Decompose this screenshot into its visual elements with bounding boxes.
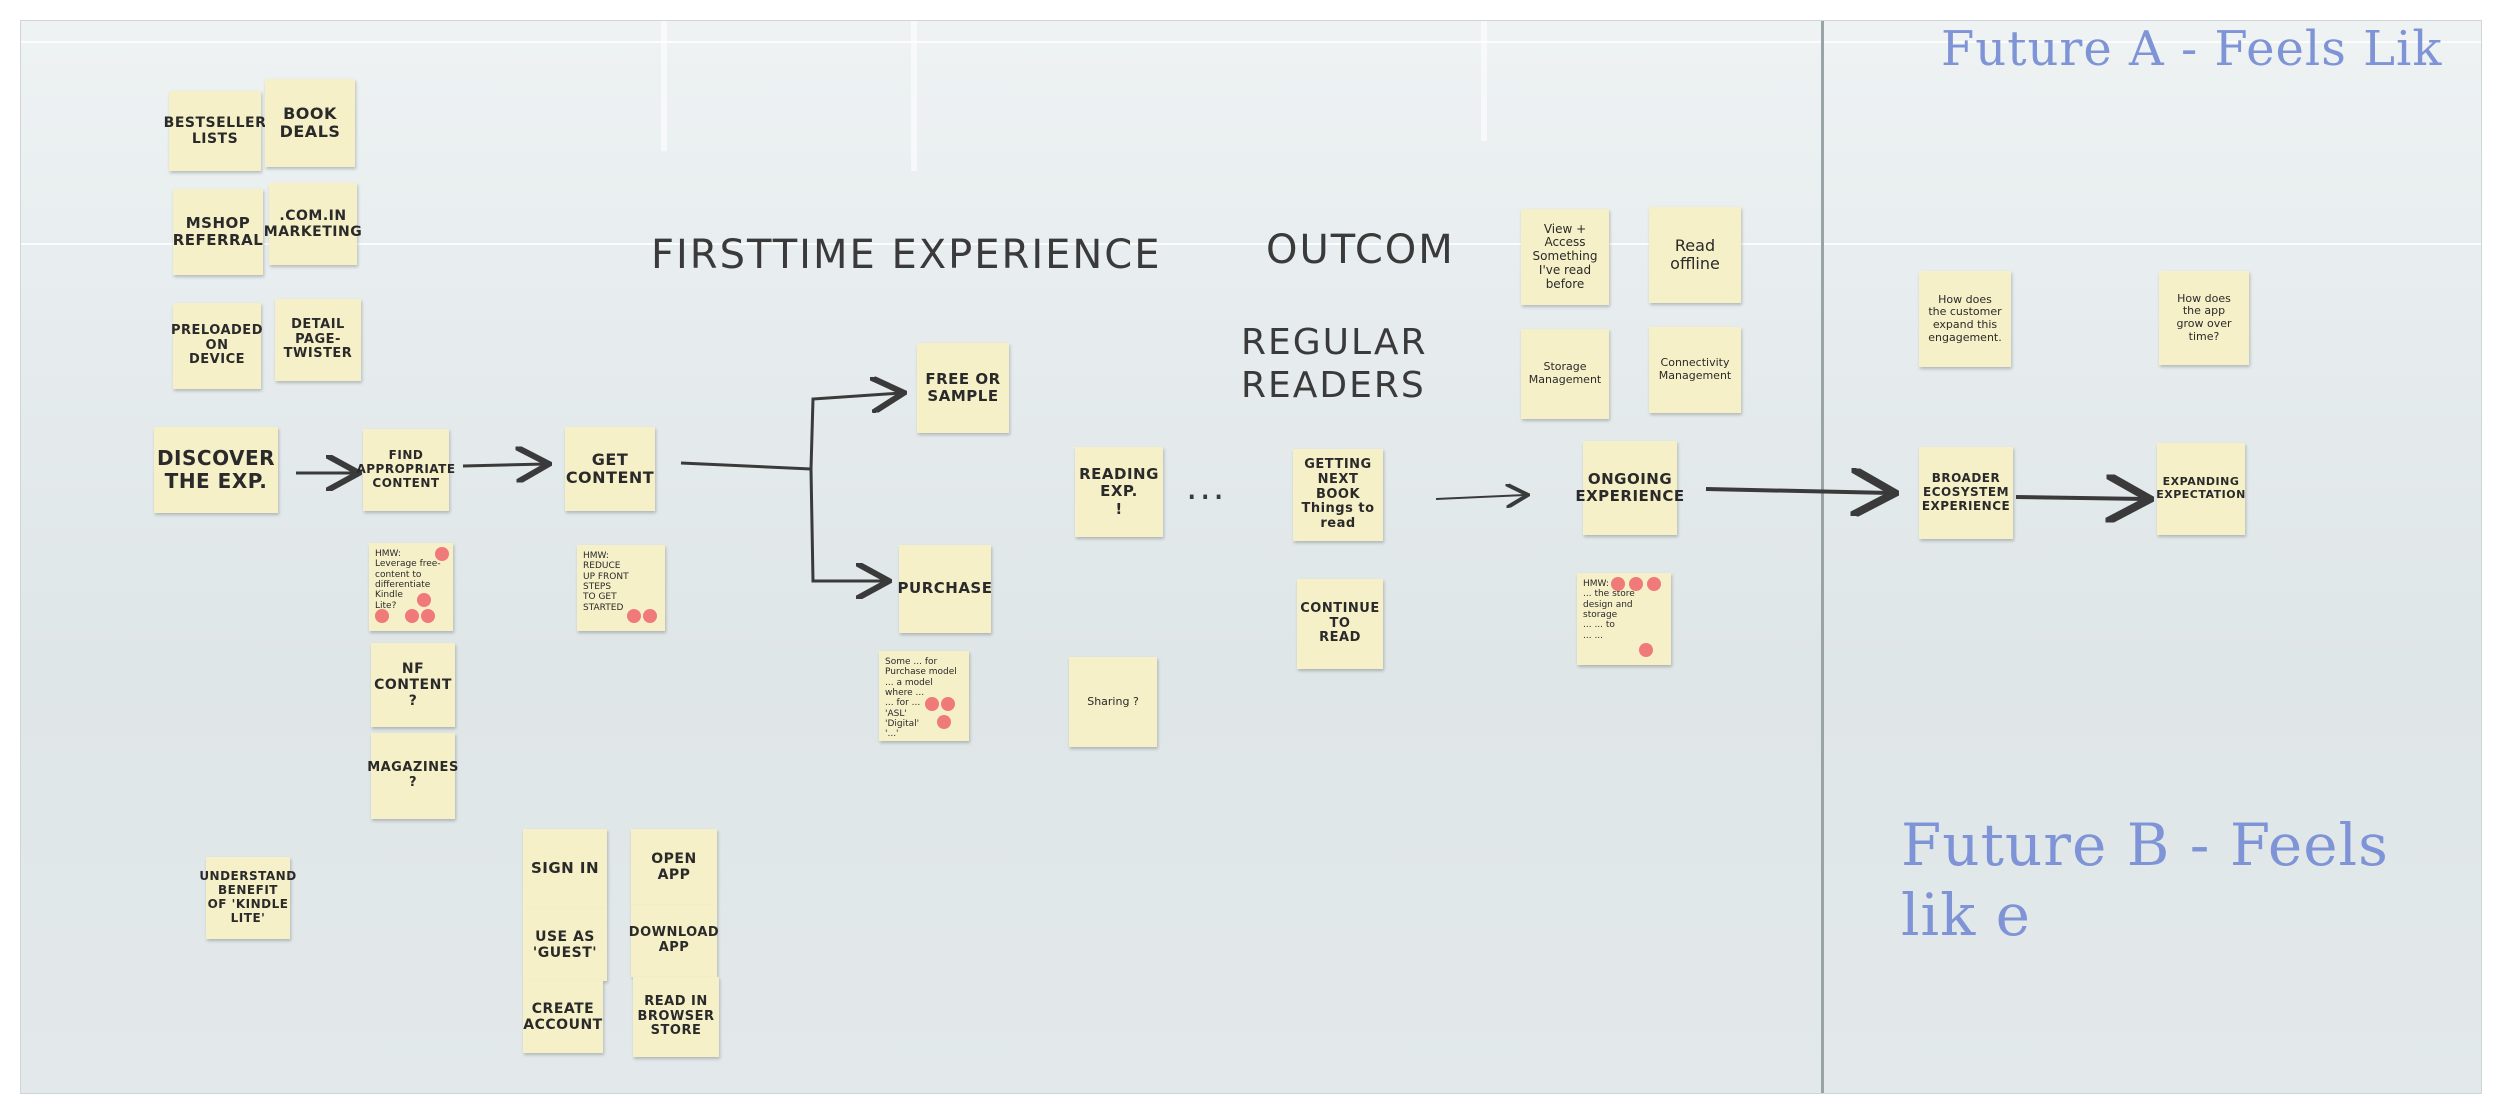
ellipsis-dots: ... [1186,467,1227,508]
heading-first-time-experience: FIRSTTIME EXPERIENCE [651,232,1162,278]
vote-dot [1639,643,1653,657]
vote-dot [405,609,419,623]
vote-dot [1647,577,1661,591]
note-ongoing-experience: ONGOING EXPERIENCE [1575,441,1684,535]
arrow-branch-free [809,393,901,470]
vote-dot [925,697,939,711]
light-reflection [911,21,917,171]
flow-arrows [296,21,2481,1093]
note-broader-ecosystem: BROADER ECOSYSTEM EXPERIENCE [1919,447,2013,539]
note-reading-exp: READING EXP. ! [1075,447,1163,537]
note-create-account: CREATE ACCOUNT [523,981,603,1053]
vote-dot [941,697,955,711]
note-discover-the-exp: DISCOVER THE EXP. [154,427,278,513]
note-sharing: Sharing ? [1069,657,1157,747]
arrow-branch-purchase [809,468,886,581]
heading-outcome: OUTCOM [1266,227,1455,273]
whiteboard: FIRSTTIME EXPERIENCE OUTCOM REGULAR READ… [20,20,2482,1094]
board-reflection-line [21,243,2481,245]
note-nf-content: NF CONTENT ? [371,643,455,727]
note-detail-page-twister: DETAIL PAGE- TWISTER [275,299,361,381]
note-hmw-reduce-steps: HMW: REDUCE UP FRONT STEPS TO GET STARTE… [577,545,665,631]
note-magazines: MAGAZINES ? [367,733,458,819]
heading-future-b: Future B - Feels lik e [1901,811,2389,949]
note-bestseller-lists: BESTSELLER LISTS [164,91,266,171]
note-download-app: DOWNLOAD APP [629,905,719,977]
vote-dot [417,593,431,607]
vote-dot [1611,577,1625,591]
board-panel-seam [1821,21,1824,1093]
vote-dot [627,609,641,623]
note-preloaded-on-device: PRELOADED ON DEVICE [171,303,262,389]
note-read-in-browser-store: READ IN BROWSER STORE [633,977,719,1057]
note-find-appropriate-content: FIND APPROPRIATE CONTENT [356,429,455,511]
vote-dot [643,609,657,623]
note-expanding-expectation: EXPANDING EXPECTATION [2156,443,2245,535]
light-reflection [1481,21,1487,141]
note-com-in-marketing: .COM.IN MARKETING [264,183,362,265]
vote-dot [375,609,389,623]
note-storage-management: Storage Management [1521,329,1609,419]
note-getting-next-book: GETTING NEXT BOOK Things to read [1293,449,1383,541]
note-continue-to-read: CONTINUE TO READ [1297,579,1383,669]
vote-dot [435,547,449,561]
vote-dot [937,715,951,729]
heading-regular-readers: REGULAR READERS [1241,322,1428,407]
note-free-or-sample: FREE OR SAMPLE [917,343,1009,433]
arrow-ongoing-broader [1705,489,1891,493]
vote-dot [421,609,435,623]
vote-dot [1629,577,1643,591]
note-how-does-app-grow: How does the app grow over time? [2159,271,2249,365]
note-read-offline: Read offline [1649,207,1741,303]
note-use-as-guest: USE AS 'GUEST' [523,909,607,981]
note-how-does-customer-expand: How does the customer expand this engage… [1919,271,2011,367]
note-connectivity-management: Connectivity Management [1649,327,1741,413]
note-view-access-read-before: View + Access Something I've read before [1521,209,1609,305]
light-reflection [661,21,667,151]
arrow-get-branch [680,461,812,471]
note-understand-benefit: UNDERSTAND BENEFIT OF 'KINDLE LITE' [199,857,296,939]
board-top-reflection [21,41,2481,43]
heading-future-a: Future A - Feels Lik [1941,21,2443,77]
arrow-broader-expanding [2015,497,2146,499]
note-get-content: GET CONTENT [565,427,655,511]
note-book-deals: BOOK DEALS [265,79,355,167]
note-purchase: PURCHASE [898,545,992,633]
note-sign-in: SIGN IN [523,829,607,909]
note-open-app: OPEN APP [631,829,717,905]
arrow-next-ongoing [1435,495,1526,499]
arrow-find-get [462,464,546,466]
note-mshop-referral: MSHOP REFERRAL [173,189,263,275]
note-purchase-model: Some ... for Purchase model ... a model … [879,651,969,741]
